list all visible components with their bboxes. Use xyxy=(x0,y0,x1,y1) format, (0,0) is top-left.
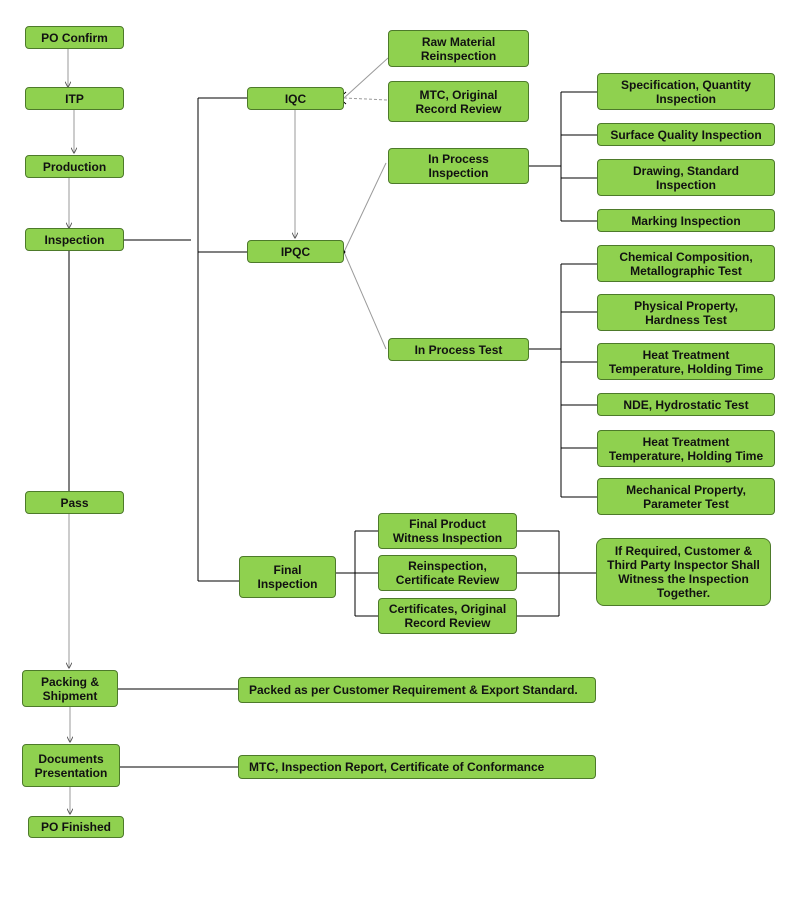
physical-property-test-node: Physical Property, Hardness Test xyxy=(597,294,775,331)
sub-connectors xyxy=(295,57,389,350)
inspection-node: Inspection xyxy=(25,228,124,251)
final-product-witness-inspection-node: Final Product Witness Inspection xyxy=(378,513,517,549)
nde-hydrostatic-test-node: NDE, Hydrostatic Test xyxy=(597,393,775,416)
mtc-original-record-review-node: MTC, Original Record Review xyxy=(388,81,529,122)
itp-node: ITP xyxy=(25,87,124,110)
drawing-standard-inspection-node: Drawing, Standard Inspection xyxy=(597,159,775,196)
po-confirm-node: PO Confirm xyxy=(25,26,124,49)
arrow-tips xyxy=(338,91,347,259)
iqc-node: IQC xyxy=(247,87,344,110)
main-flow-arrows xyxy=(68,49,74,814)
chemical-composition-test-node: Chemical Composition, Metallographic Tes… xyxy=(597,245,775,282)
packing-shipment-node: Packing & Shipment xyxy=(22,670,118,707)
raw-material-reinspection-node: Raw Material Reinspection xyxy=(388,30,529,67)
ipqc-node: IPQC xyxy=(247,240,344,263)
po-finished-node: PO Finished xyxy=(28,816,124,838)
structure-lines xyxy=(68,91,597,768)
in-process-test-node: In Process Test xyxy=(388,338,529,361)
certificates-original-record-review-node: Certificates, Original Record Review xyxy=(378,598,517,634)
reinspection-certificate-review-node: Reinspection, Certificate Review xyxy=(378,555,517,591)
production-node: Production xyxy=(25,155,124,178)
surface-quality-inspection-node: Surface Quality Inspection xyxy=(597,123,775,146)
final-inspection-node: Final Inspection xyxy=(239,556,336,598)
heat-treatment-node-1: Heat Treatment Temperature, Holding Time xyxy=(597,343,775,380)
in-process-inspection-node: In Process Inspection xyxy=(388,148,529,184)
documents-presentation-node: Documents Presentation xyxy=(22,744,120,787)
specification-quantity-inspection-node: Specification, Quantity Inspection xyxy=(597,73,775,110)
documents-list-node: MTC, Inspection Report, Certificate of C… xyxy=(238,755,596,779)
pass-node: Pass xyxy=(25,491,124,514)
heat-treatment-node-2: Heat Treatment Temperature, Holding Time xyxy=(597,430,775,467)
marking-inspection-node: Marking Inspection xyxy=(597,209,775,232)
mechanical-property-test-node: Mechanical Property, Parameter Test xyxy=(597,478,775,515)
packed-as-per-requirement-node: Packed as per Customer Requirement & Exp… xyxy=(238,677,596,703)
customer-third-party-witness-node: If Required, Customer & Third Party Insp… xyxy=(596,538,771,606)
